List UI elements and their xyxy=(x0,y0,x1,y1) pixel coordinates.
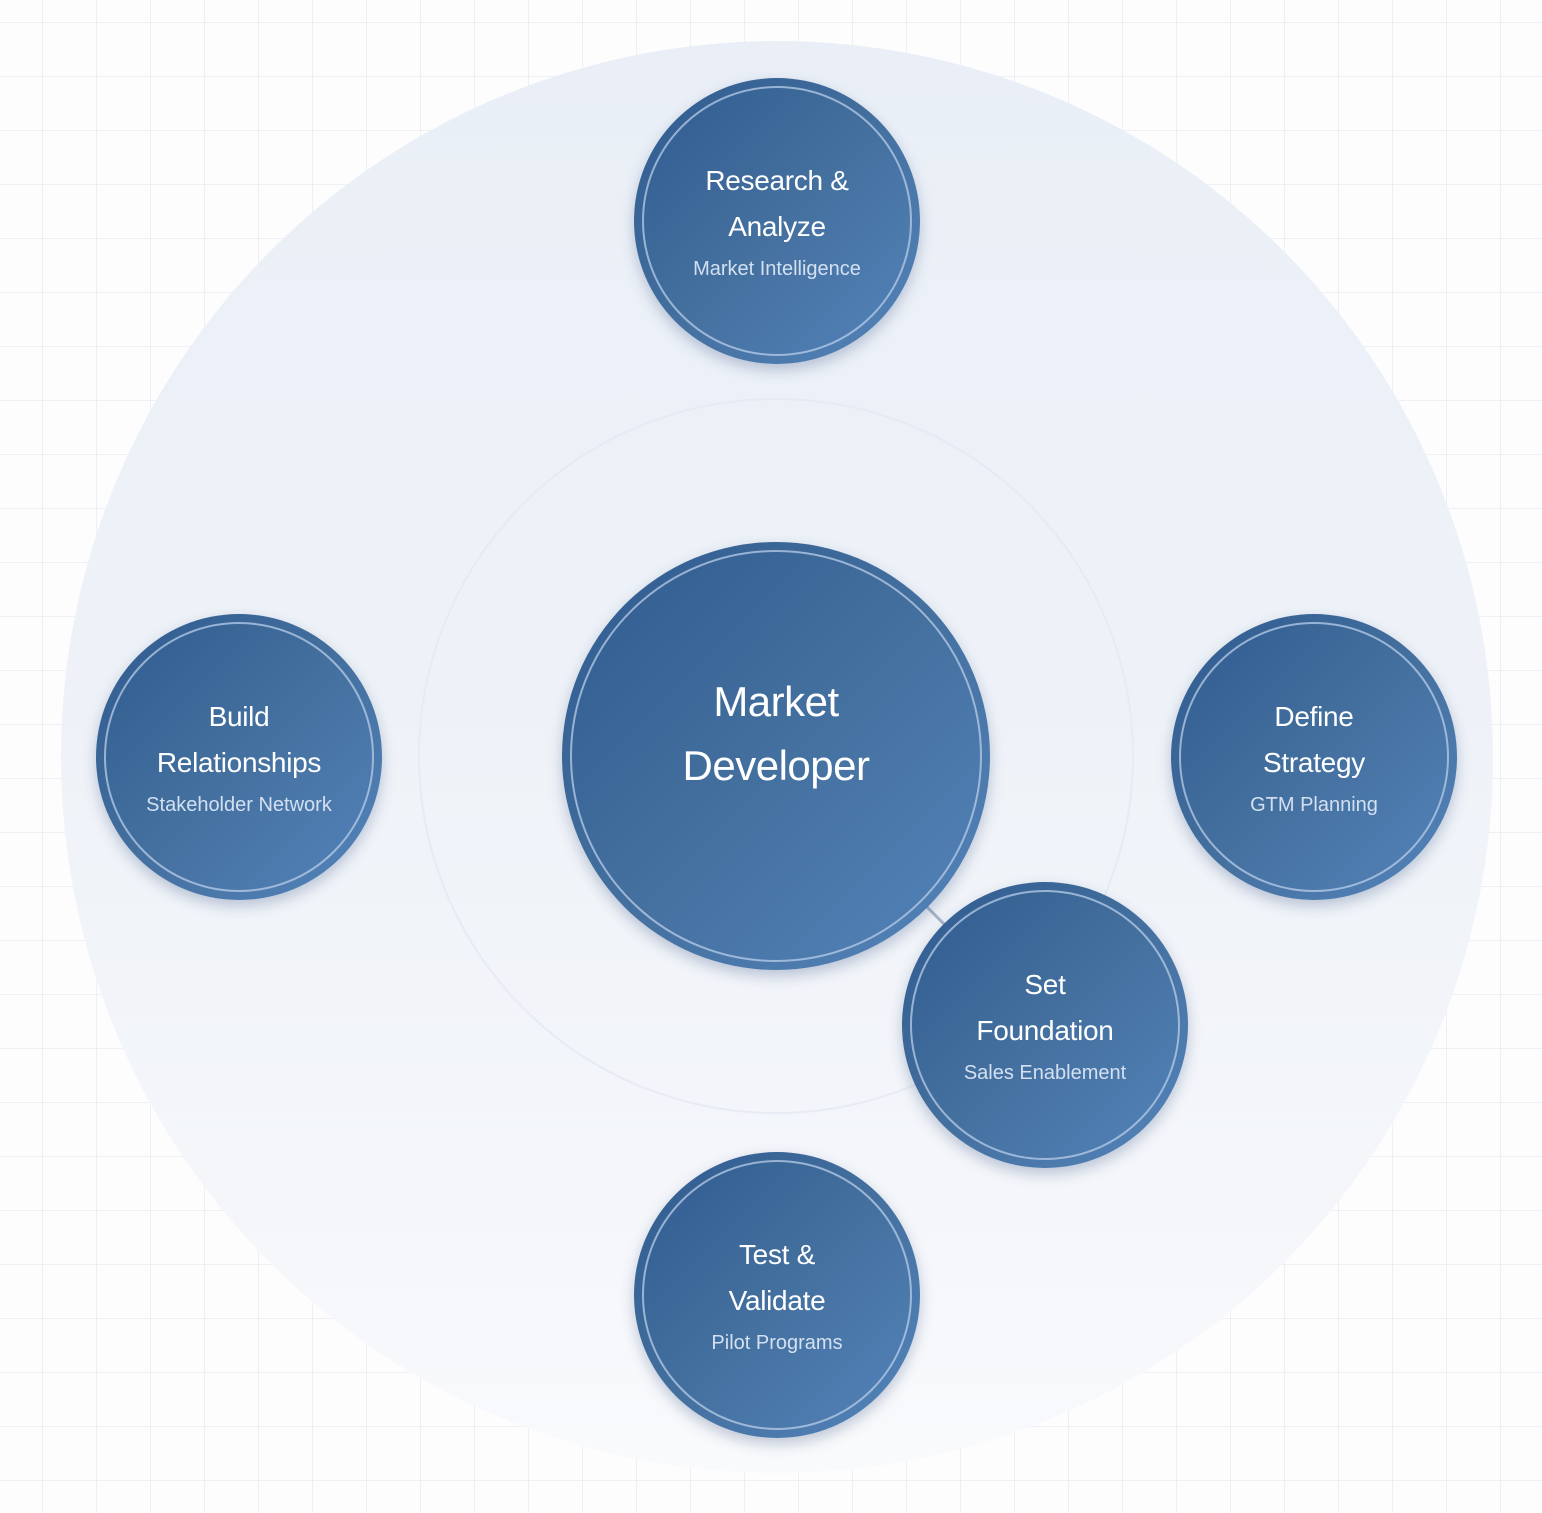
center-title-line: Market xyxy=(713,678,839,725)
node-research-analyze[interactable]: Research & Analyze Market Intelligence xyxy=(634,78,920,364)
node-build-relationships-title: Build Relationships xyxy=(146,694,332,786)
node-title-line: Set xyxy=(1024,969,1066,1000)
node-title-line: Test & xyxy=(738,1239,815,1270)
node-test-validate-subtitle: Pilot Programs xyxy=(711,1332,843,1354)
node-define-strategy-subtitle: GTM Planning xyxy=(1250,794,1378,816)
node-title-line: Validate xyxy=(728,1285,826,1316)
node-build-relationships-subtitle: Stakeholder Network xyxy=(146,794,332,816)
center-title-line: Developer xyxy=(682,742,870,789)
node-define-strategy[interactable]: Define Strategy GTM Planning xyxy=(1171,614,1457,900)
node-test-validate[interactable]: Test & Validate Pilot Programs xyxy=(634,1152,920,1438)
orbit-ring xyxy=(418,398,1134,1114)
node-set-foundation-subtitle: Sales Enablement xyxy=(963,1062,1127,1084)
node-research-analyze-subtitle: Market Intelligence xyxy=(693,258,861,280)
node-research-analyze-title: Research & Analyze xyxy=(693,158,861,250)
node-test-validate-title: Test & Validate xyxy=(711,1232,842,1324)
node-build-relationships[interactable]: Build Relationships Stakeholder Network xyxy=(96,614,382,900)
node-title-line: Analyze xyxy=(728,211,826,242)
node-set-foundation[interactable]: Set Foundation Sales Enablement xyxy=(902,882,1188,1168)
node-title-line: Research & xyxy=(705,165,849,196)
node-title-line: Strategy xyxy=(1263,747,1365,778)
node-define-strategy-title: Define Strategy xyxy=(1250,694,1378,786)
node-title-line: Foundation xyxy=(976,1015,1114,1046)
center-node-market-developer[interactable]: Market Developer xyxy=(562,542,990,970)
node-title-line: Define xyxy=(1274,701,1354,732)
node-set-foundation-title: Set Foundation xyxy=(964,962,1126,1054)
node-title-line: Relationships xyxy=(156,747,322,778)
node-title-line: Build xyxy=(208,701,270,732)
center-node-title: Market Developer xyxy=(683,670,870,798)
